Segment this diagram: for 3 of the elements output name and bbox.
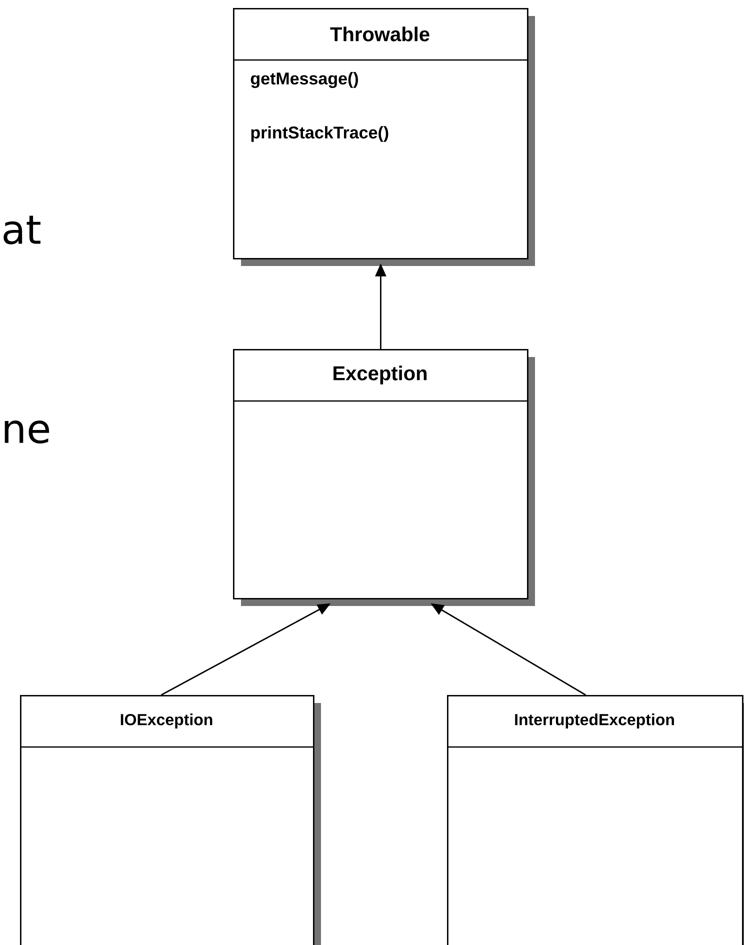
class-name: InterruptedException [515, 714, 674, 728]
text-fragment: at [4, 216, 40, 244]
text-fragment: ne [4, 420, 50, 444]
